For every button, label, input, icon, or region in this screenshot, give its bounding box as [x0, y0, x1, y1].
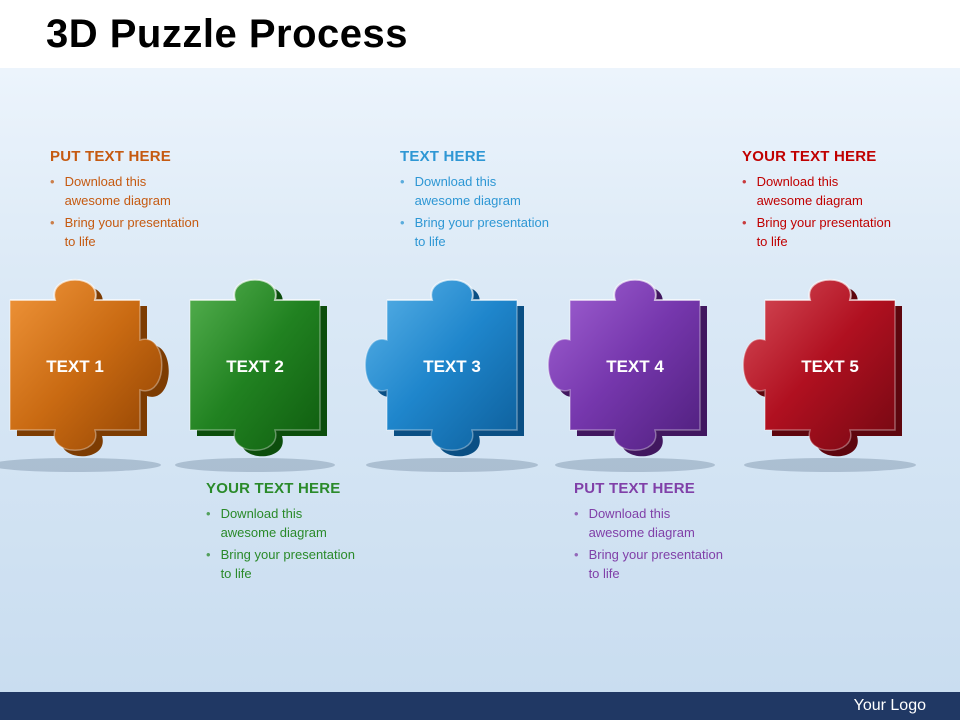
callout-bottom-2: PUT TEXT HERE Download this awesome diag…	[574, 480, 769, 586]
callout-bullet: Download this awesome diagram	[206, 504, 358, 542]
piece-label: TEXT 2	[226, 357, 284, 376]
puzzle-piece-2: TEXT 2	[175, 278, 335, 472]
piece-shadow	[744, 458, 916, 472]
piece-label: TEXT 1	[46, 357, 104, 376]
piece-highlight	[387, 278, 517, 301]
piece-shadow	[366, 458, 538, 472]
piece-highlight	[10, 278, 140, 301]
piece-highlight	[190, 278, 320, 301]
callout-heading: YOUR TEXT HERE	[206, 480, 341, 497]
piece-label: TEXT 5	[801, 357, 859, 376]
footer-bar: Your Logo	[0, 692, 960, 720]
callout-bottom-1: YOUR TEXT HERE Download this awesome dia…	[206, 480, 401, 586]
puzzle-piece-3: TEXT 3	[364, 278, 538, 472]
puzzle-piece-1: TEXT 1	[0, 278, 169, 472]
piece-highlight	[765, 278, 895, 301]
callout-bullet: Download this awesome diagram	[50, 172, 202, 210]
callout-bullet: Bring your presentation to life	[742, 213, 894, 251]
piece-shadow	[0, 458, 161, 472]
piece-shadow	[555, 458, 715, 472]
piece-shadow	[175, 458, 335, 472]
slide-title: 3D Puzzle Process	[46, 11, 408, 56]
callout-bullet: Download this awesome diagram	[400, 172, 552, 210]
callout-heading: PUT TEXT HERE	[574, 480, 695, 497]
logo-text: Your Logo	[853, 697, 926, 714]
callout-bullet-list: Download this awesome diagram Bring your…	[400, 172, 595, 251]
callout-bullet: Download this awesome diagram	[742, 172, 894, 210]
piece-label: TEXT 4	[606, 357, 664, 376]
callout-bullet: Bring your presentation to life	[50, 213, 202, 251]
callout-bullet-list: Download this awesome diagram Bring your…	[742, 172, 937, 251]
callout-bullet: Download this awesome diagram	[574, 504, 726, 542]
callout-bullet: Bring your presentation to life	[400, 213, 552, 251]
callout-heading: YOUR TEXT HERE	[742, 148, 877, 165]
piece-label: TEXT 3	[423, 357, 481, 376]
callout-bullet-list: Download this awesome diagram Bring your…	[206, 504, 401, 583]
puzzle-piece-4: TEXT 4	[547, 278, 715, 472]
slide-body: PUT TEXT HERE Download this awesome diag…	[0, 68, 960, 692]
slide-header: 3D Puzzle Process	[0, 0, 960, 68]
callout-bullet-list: Download this awesome diagram Bring your…	[574, 504, 769, 583]
puzzle-piece-5: TEXT 5	[742, 278, 916, 472]
callout-heading: PUT TEXT HERE	[50, 148, 171, 165]
callout-bullet: Bring your presentation to life	[574, 545, 726, 583]
piece-highlight	[570, 278, 700, 301]
callout-top-3: YOUR TEXT HERE Download this awesome dia…	[742, 148, 937, 254]
callout-bullet-list: Download this awesome diagram Bring your…	[50, 172, 245, 251]
callout-heading: TEXT HERE	[400, 148, 486, 165]
callout-top-1: PUT TEXT HERE Download this awesome diag…	[50, 148, 245, 254]
callout-bullet: Bring your presentation to life	[206, 545, 358, 583]
callout-top-2: TEXT HERE Download this awesome diagram …	[400, 148, 595, 254]
